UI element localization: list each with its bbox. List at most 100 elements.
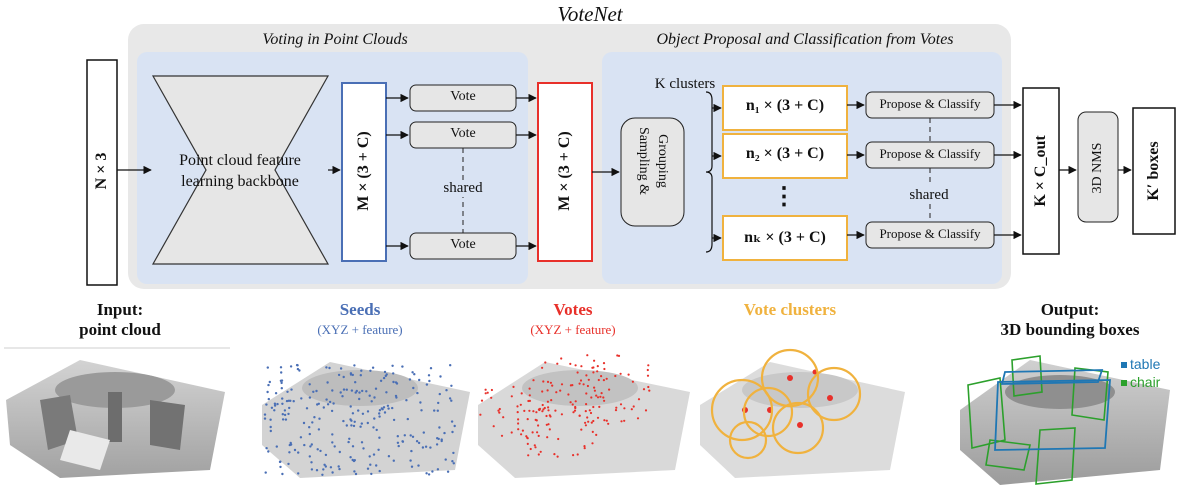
vote-point [572,454,575,457]
vote-point [614,409,618,412]
seed-point [341,395,344,398]
seed-point [326,381,329,384]
seed-point [297,472,300,475]
seed-point [308,426,311,429]
vote-point [591,442,594,445]
propose-label-3: Propose & Classify [879,226,981,241]
seed-point [289,365,293,368]
seed-point [395,396,398,399]
seed-point [387,455,391,458]
vote-point [486,391,489,394]
vote-point [555,391,558,394]
seed-point [452,451,455,455]
seed-point [331,433,334,436]
seed-point [342,388,346,391]
vote-point [605,419,608,422]
vote-point [569,384,573,387]
vote-point [593,386,596,389]
vote-point [590,396,593,399]
seed-point [436,437,439,440]
vote-point [547,409,550,412]
seed-point [444,458,447,461]
vote-point [554,409,557,412]
vote-point [579,379,583,382]
panel-input-image [4,347,230,478]
seed-point [308,455,311,458]
sampling-label-1: Sampling & [636,126,651,196]
seed-point [280,371,283,374]
vote-point [619,403,623,406]
vote-point [542,380,545,383]
vote-point [559,389,562,392]
seed-point [443,431,446,435]
seed-point [337,465,340,468]
vote-point [533,444,536,447]
seed-point [368,455,371,458]
seed-point [267,397,270,401]
seed-point [353,420,356,423]
vote-point [484,388,487,391]
seed-point [351,445,355,448]
vote-point [642,388,646,391]
seed-point [451,460,454,463]
seed-point [325,398,328,401]
seed-point [439,375,442,378]
seed-point [302,421,306,425]
vote-point [582,383,585,386]
vote-point [536,431,539,434]
seed-point [319,449,322,453]
seed-point [352,424,356,428]
panel-votes-image [478,354,690,478]
seed-point [435,443,439,446]
vote-point [586,384,590,388]
seed-point [438,426,441,429]
seed-point [366,467,370,470]
vote-point [578,414,581,417]
vote-point [534,446,537,449]
seed-point [421,446,425,449]
seed-point [342,375,345,379]
vote-point [648,389,651,392]
seed-point [263,417,267,420]
seed-point [436,468,440,471]
vote-point [590,421,593,424]
cluster-label-1: n₁ × (3 + C) [745,97,825,114]
backbone-label-2: learning backbone [181,173,299,190]
seed-point [392,372,395,375]
seed-point [425,383,429,386]
final-block-label: K′ boxes [1145,141,1162,201]
seed-point [369,369,372,372]
vote-point [567,393,570,396]
seed-point [333,445,336,448]
vote-point [526,418,529,421]
vote-point [516,405,519,408]
backbone-label-1: Point cloud feature [179,152,301,169]
seed-point [281,418,285,421]
vote-point [517,418,520,421]
propose-label-2: Propose & Classify [879,146,981,161]
seed-point [378,469,381,473]
seed-point [289,441,292,445]
seed-point [433,409,436,412]
vote-point [572,411,575,414]
seeds-block [341,82,387,262]
seed-point [349,405,352,408]
vote-point [573,409,577,412]
seed-point [285,399,289,403]
vote-point [593,389,597,392]
vote-point [550,399,553,402]
vote-point [512,385,515,388]
vote-point [569,401,572,404]
seed-point [409,434,412,437]
vote-point [585,392,588,395]
vote-point [543,406,546,410]
shared-label-right: shared [896,187,962,204]
seed-point [417,464,420,467]
vote-point [502,416,505,419]
votes-block-label: M × (3 + C) [556,131,573,211]
seed-point [373,396,376,399]
seed-point [289,399,292,402]
seed-point [353,459,356,462]
seed-point [450,384,453,387]
vote-point [490,396,493,399]
